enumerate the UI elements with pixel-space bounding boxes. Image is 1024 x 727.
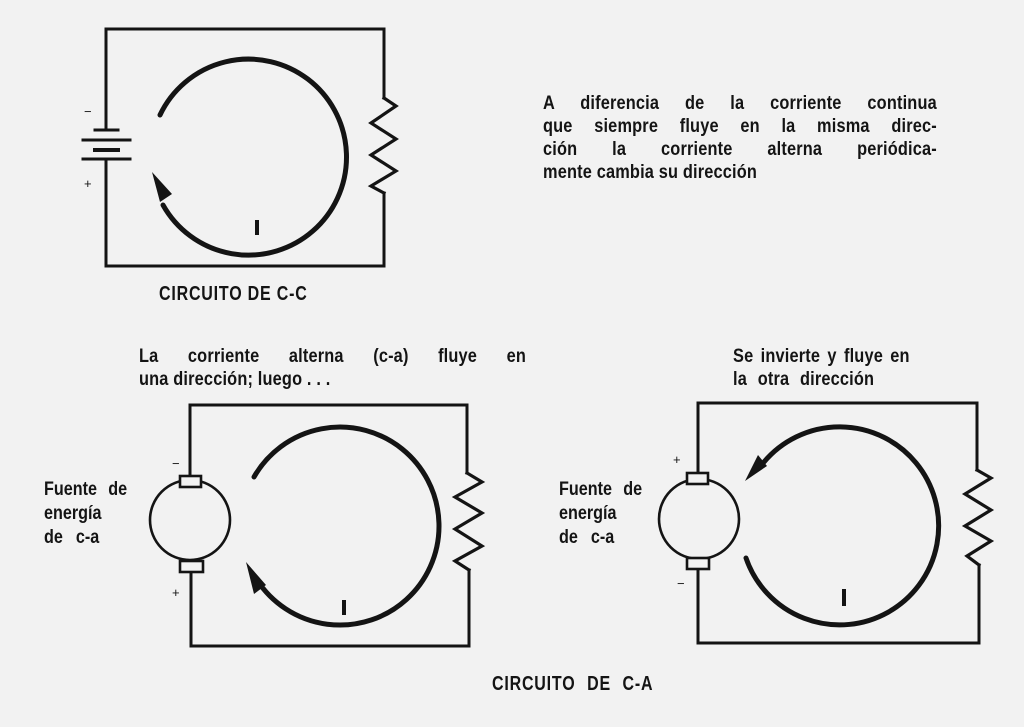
resistor-icon xyxy=(367,95,400,196)
heading-line: La corriente alterna (c-a) fluye en xyxy=(139,346,526,367)
ac-right-wire-top xyxy=(696,401,979,474)
ac-left-heading: La corriente alterna (c-a) fluye en una … xyxy=(139,345,526,391)
battery-negative-sign: − xyxy=(84,104,92,119)
ac-right-wire-bottom xyxy=(696,563,981,645)
current-loop-arrow xyxy=(157,56,349,258)
terminal-negative-sign: − xyxy=(677,576,685,591)
dc-wire-top xyxy=(104,27,386,132)
battery-positive-sign: + xyxy=(84,176,92,191)
current-label-mark xyxy=(842,589,846,606)
source-label-line: Fuente de xyxy=(559,479,643,500)
dc-circuit-caption: CIRCUITO DE C-C xyxy=(159,283,308,305)
ac-right-source-label: Fuente de energía de c-a xyxy=(559,478,642,550)
heading-line: Se invierte y fluye en xyxy=(733,346,910,367)
resistor-icon xyxy=(451,470,486,573)
source-label-line: energía xyxy=(44,503,102,524)
terminal-positive-sign: + xyxy=(673,452,681,467)
source-label-line: Fuente de xyxy=(44,479,128,500)
source-label-line: de c-a xyxy=(559,527,615,548)
ac-left-circuit xyxy=(148,403,486,648)
ac-left-wire-bottom xyxy=(189,568,471,648)
arrowhead-icon xyxy=(745,455,767,481)
ac-left-wire-top xyxy=(188,403,469,477)
description-line: mente cambia su dirección xyxy=(543,162,758,183)
arrowhead-icon xyxy=(246,562,266,594)
description-line: ción la corriente alterna periódica- xyxy=(543,139,937,160)
dc-description: A diferencia de la corriente continua qu… xyxy=(543,92,937,184)
resistor-icon xyxy=(961,467,995,568)
description-line: que siempre fluye en la misma direc- xyxy=(543,116,937,137)
battery-icon xyxy=(81,128,132,161)
source-label-line: energía xyxy=(559,503,617,524)
arrowhead-icon xyxy=(152,172,172,202)
ac-circuit-caption: CIRCUITO DE C-A xyxy=(492,673,654,695)
dc-wire-bottom xyxy=(104,157,386,268)
ac-right-heading: Se invierte y fluye en la otra dirección xyxy=(733,345,910,391)
dc-circuit xyxy=(81,27,400,268)
current-label-mark xyxy=(255,220,259,235)
source-label-line: de c-a xyxy=(44,527,100,548)
current-label-mark xyxy=(342,600,346,615)
generator-icon xyxy=(657,471,741,571)
description-line: A diferencia de la corriente continua xyxy=(543,93,937,114)
terminal-positive-sign: + xyxy=(172,585,180,600)
current-loop-arrow xyxy=(251,424,442,628)
current-loop-arrow xyxy=(743,424,942,628)
terminal-negative-sign: − xyxy=(172,456,180,471)
ac-right-circuit xyxy=(657,401,995,645)
ac-left-source-label: Fuente de energía de c-a xyxy=(44,478,127,550)
heading-line: la otra dirección xyxy=(733,369,875,390)
generator-icon xyxy=(148,474,232,574)
heading-line: una dirección; luego . . . xyxy=(139,369,331,390)
